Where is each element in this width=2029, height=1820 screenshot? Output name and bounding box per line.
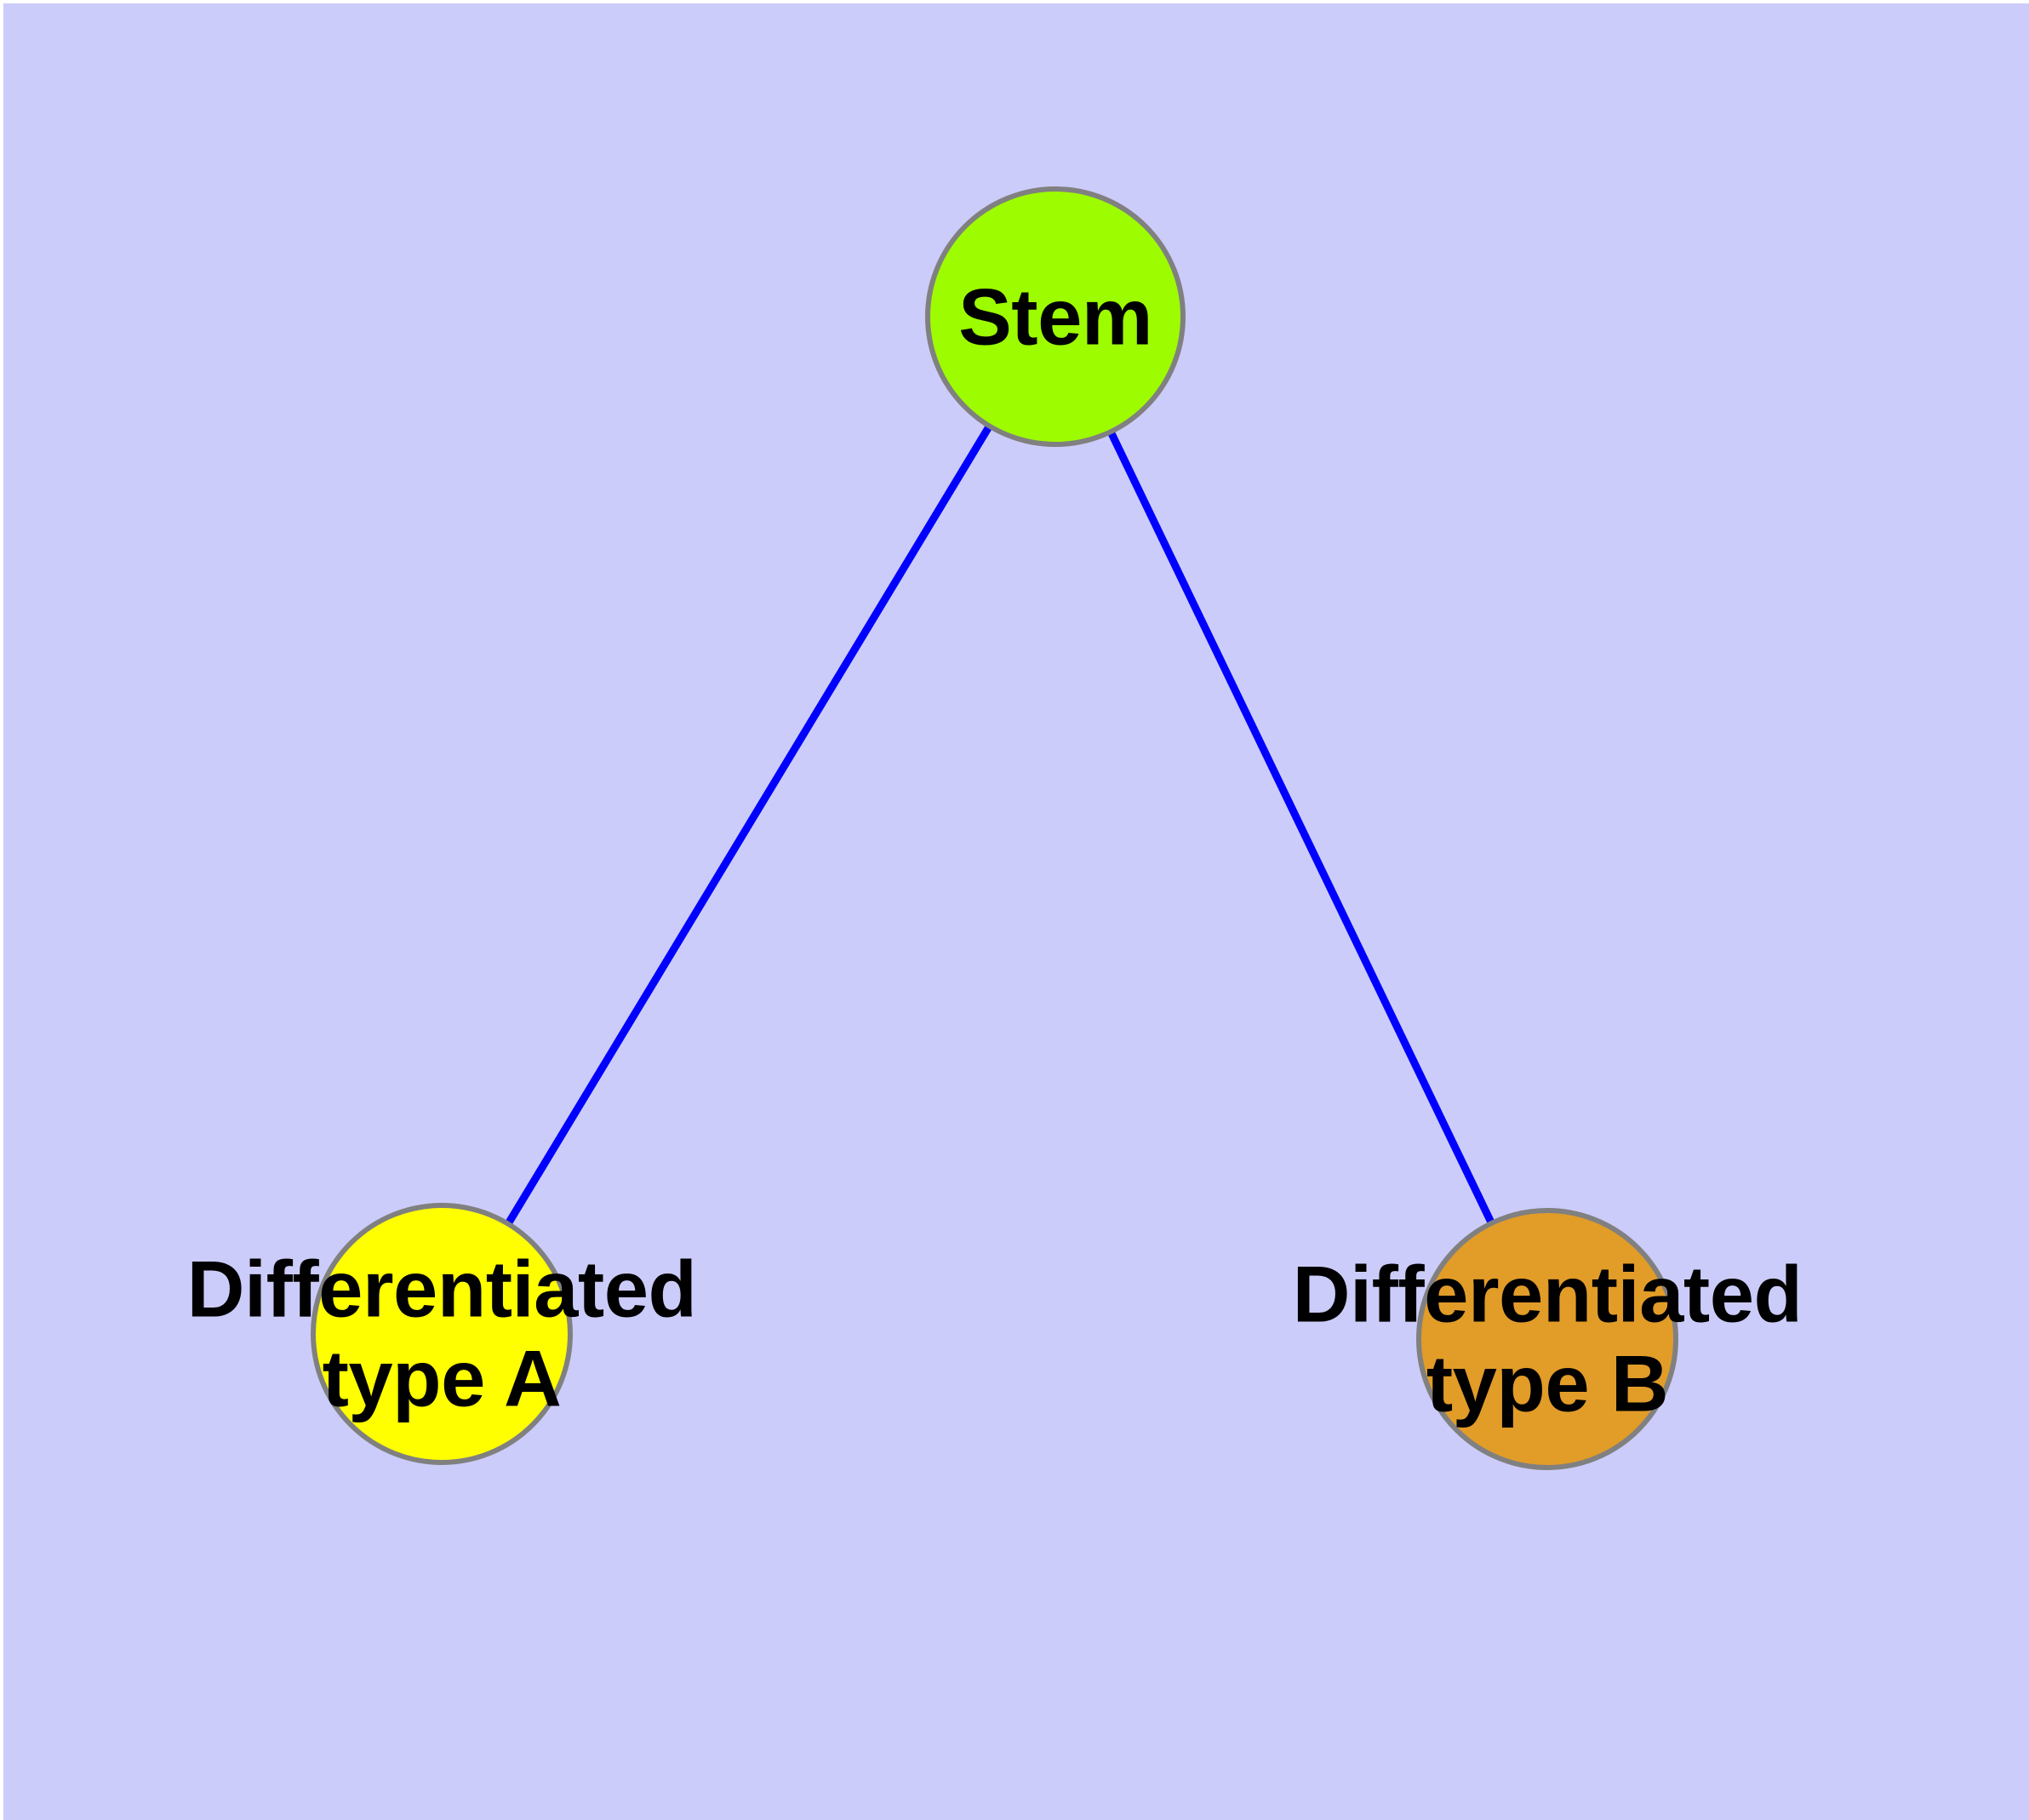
- node-diff_a[interactable]: [311, 1203, 573, 1465]
- edges-group: [505, 424, 1495, 1226]
- edge-stem-to-diff-a[interactable]: [505, 424, 992, 1226]
- node-diff_b[interactable]: [1416, 1208, 1678, 1470]
- nodes-group: [311, 186, 1678, 1470]
- edge-stem-to-diff-b[interactable]: [1107, 431, 1495, 1224]
- node-stem[interactable]: [925, 186, 1186, 447]
